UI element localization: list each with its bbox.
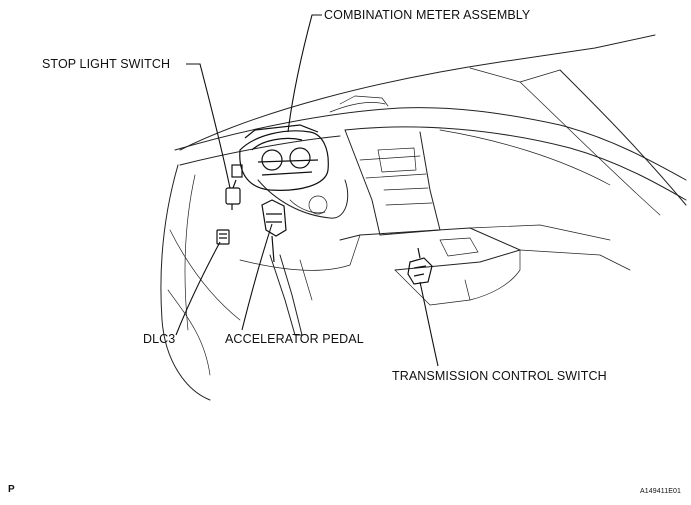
floor-outline — [239, 234, 361, 271]
leader-dlc3 — [175, 241, 221, 336]
accelerator-pedal-part — [261, 199, 287, 263]
stop-light-switch-part — [225, 164, 243, 210]
label-dlc3: DLC3 — [143, 332, 176, 346]
a-pillar — [559, 69, 687, 206]
left-door-panel — [160, 164, 211, 401]
figure-id: A149411E01 — [640, 488, 681, 495]
leader-accelerator-pedal — [241, 223, 273, 331]
leader-combination-meter — [287, 14, 322, 133]
label-combination-meter-assembly: COMBINATION METER ASSEMBLY — [324, 8, 531, 22]
combination-meter-part — [239, 124, 329, 191]
label-transmission-control-switch: TRANSMISSION CONTROL SWITCH — [392, 369, 607, 383]
leader-transmission-control-switch — [419, 281, 439, 367]
label-accelerator-pedal: ACCELERATOR PEDAL — [225, 332, 364, 346]
page-mark: P — [8, 484, 15, 495]
leader-stop-light-switch — [186, 63, 231, 189]
dashboard-top — [174, 107, 687, 181]
steering-column — [257, 179, 349, 219]
transmission-control-switch-part — [407, 247, 433, 285]
windshield-outline — [179, 34, 656, 151]
center-console — [344, 129, 441, 236]
dlc3-part — [216, 229, 230, 245]
label-stop-light-switch: STOP LIGHT SWITCH — [42, 57, 171, 71]
center-tunnel — [339, 227, 521, 271]
